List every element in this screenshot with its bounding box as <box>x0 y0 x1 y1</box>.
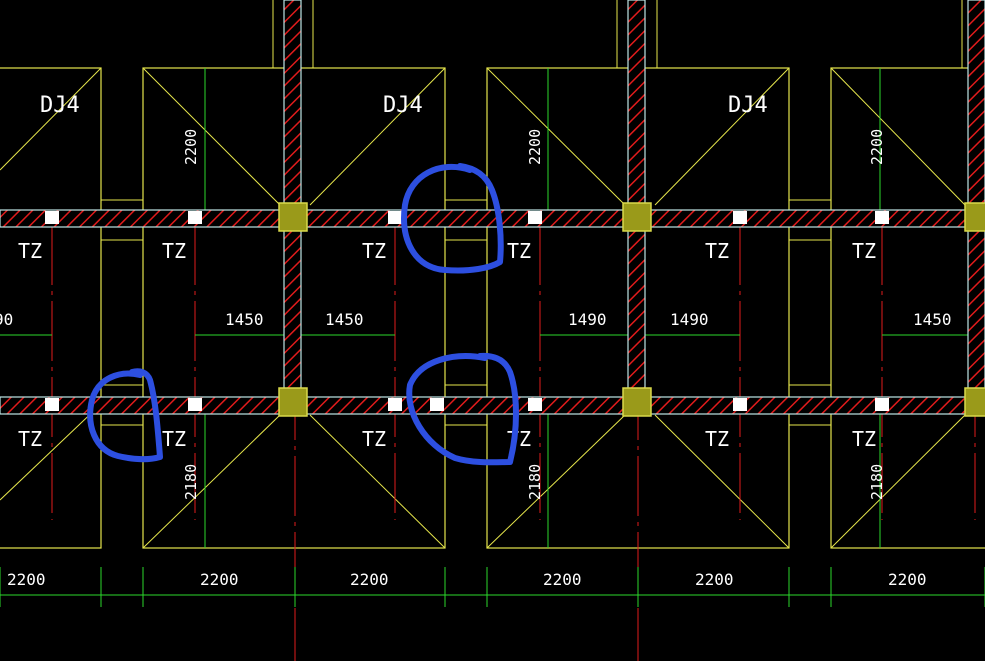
markup-annotations <box>87 163 519 466</box>
diagonal-line <box>654 414 790 549</box>
axis-lines <box>51 0 976 661</box>
dimension-text: 1490 <box>670 310 709 329</box>
column-tag-label: TZ <box>705 239 729 263</box>
column-square <box>964 387 985 417</box>
footing-group <box>0 67 985 549</box>
annotation-circle-3 <box>406 352 519 466</box>
dimension-text-bottom: 2200 <box>200 570 239 589</box>
dimension-text: 1490 <box>568 310 607 329</box>
column-tag-label: TZ <box>162 239 186 263</box>
dimension-text-bottom: 2200 <box>695 570 734 589</box>
diagonal-line <box>486 414 626 549</box>
dimension-text-vertical: 2200 <box>868 129 886 165</box>
pile-marker <box>188 398 202 411</box>
column-square <box>278 387 308 417</box>
diagonal-line <box>142 414 281 549</box>
diagonal-line <box>309 67 446 206</box>
dimension-text-vertical: 2200 <box>182 129 200 165</box>
pile-marker <box>733 211 747 224</box>
columns <box>278 202 985 417</box>
footing-outline <box>0 67 102 549</box>
horizontal-beam <box>0 396 985 415</box>
dimension-text-bottom: 2200 <box>7 570 46 589</box>
column-tag-label: TZ <box>852 239 876 263</box>
column-tag-label: TZ <box>18 427 42 451</box>
ground-beams <box>0 0 985 416</box>
diagonal-line <box>654 67 790 206</box>
pile-marker <box>528 398 542 411</box>
pile-marker <box>388 211 402 224</box>
pile-marker <box>430 398 444 411</box>
dimension-text: 90 <box>0 310 13 329</box>
dimension-lines <box>0 68 985 607</box>
pile-marker <box>875 398 889 411</box>
column-tag-label: TZ <box>705 427 729 451</box>
dimension-text: 1450 <box>913 310 952 329</box>
dimension-text: 1450 <box>225 310 264 329</box>
column-square <box>964 202 985 232</box>
annotation-circle-1 <box>401 163 504 274</box>
top-wall-stubs <box>272 0 963 68</box>
diagonal-line <box>486 67 626 206</box>
footing-label: DJ4 <box>728 93 768 118</box>
footing-label: DJ4 <box>40 93 80 118</box>
horizontal-beam <box>0 209 985 228</box>
column-square <box>622 202 652 232</box>
dimension-text-vertical: 2180 <box>868 464 886 500</box>
column-tag-label: TZ <box>18 239 42 263</box>
dimension-text-vertical: 2200 <box>526 129 544 165</box>
dimension-text-vertical: 2180 <box>182 464 200 500</box>
diagonal-line <box>0 67 102 171</box>
column-tag-label: TZ <box>852 427 876 451</box>
diagonal-line <box>830 414 966 549</box>
dimension-text-bottom: 2200 <box>888 570 927 589</box>
diagonal-line <box>0 403 102 501</box>
dimension-text: 1450 <box>325 310 364 329</box>
pile-marker <box>528 211 542 224</box>
footing-outline <box>830 67 985 549</box>
column-tag-label: TZ <box>162 427 186 451</box>
diagonal-line <box>309 414 446 549</box>
column-square <box>278 202 308 232</box>
diagonal-line <box>142 67 281 206</box>
column-tag-label: TZ <box>362 427 386 451</box>
column-tag-label: TZ <box>507 239 531 263</box>
pile-marker <box>45 211 59 224</box>
pile-marker <box>733 398 747 411</box>
dimension-text-bottom: 2200 <box>543 570 582 589</box>
drawing-texts: DJ4DJ4DJ4TZTZTZTZTZTZTZTZTZTZTZTZ9014501… <box>0 93 952 589</box>
dimension-text-vertical: 2180 <box>526 464 544 500</box>
dimension-text-bottom: 2200 <box>350 570 389 589</box>
pile-marker <box>45 398 59 411</box>
footing-diagonals <box>0 67 966 549</box>
pile-marker <box>388 398 402 411</box>
pile-marker <box>188 211 202 224</box>
annotation-circle-2 <box>87 368 163 463</box>
diagonal-line <box>830 67 966 206</box>
pile-markers <box>45 211 889 411</box>
column-tag-label: TZ <box>362 239 386 263</box>
column-square <box>622 387 652 417</box>
pile-marker <box>875 211 889 224</box>
footing-label: DJ4 <box>383 93 423 118</box>
